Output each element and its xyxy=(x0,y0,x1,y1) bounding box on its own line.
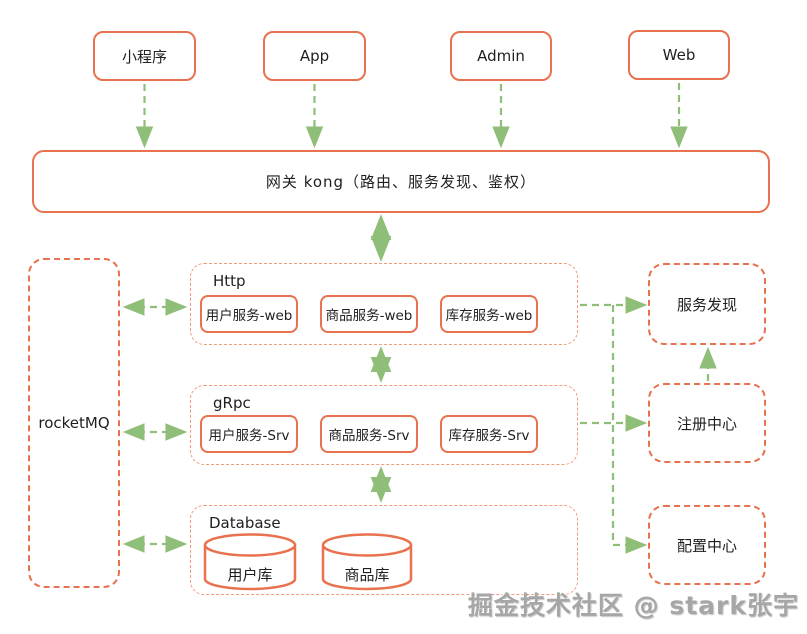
client-node-miniprogram: 小程序 xyxy=(93,31,196,81)
cylinder-icon xyxy=(321,533,413,591)
client-label: Web xyxy=(662,46,696,64)
client-node-app: App xyxy=(263,31,366,81)
service-node-stock-srv: 库存服务-Srv xyxy=(440,415,538,453)
http-layer-label: Http xyxy=(213,272,246,290)
infra-node-service-discovery: 服务发现 xyxy=(648,263,766,345)
http-layer-group: Http xyxy=(190,263,578,345)
infra-label: 注册中心 xyxy=(676,414,737,433)
service-node-user-srv: 用户服务-Srv xyxy=(200,415,298,453)
client-node-web: Web xyxy=(628,30,730,80)
arrow-elbow-config xyxy=(611,305,648,554)
infra-label: 配置中心 xyxy=(676,536,737,555)
service-label: 用户服务-Srv xyxy=(208,428,290,444)
database-label: 用户库 xyxy=(227,566,273,584)
grpc-layer-group: gRpc xyxy=(190,385,578,465)
mq-node-rocketmq: rocketMQ xyxy=(28,258,120,588)
infra-node-config-center: 配置中心 xyxy=(648,505,766,585)
service-node-product-web: 商品服务-web xyxy=(320,295,418,333)
service-node-stock-web: 库存服务-web xyxy=(440,295,538,333)
database-layer-label: Database xyxy=(209,514,281,532)
service-label: 商品服务-web xyxy=(325,308,413,324)
client-node-admin: Admin xyxy=(450,31,552,81)
service-label: 库存服务-Srv xyxy=(448,428,530,444)
client-label: Admin xyxy=(477,47,525,65)
grpc-layer-label: gRpc xyxy=(213,394,251,412)
client-label: 小程序 xyxy=(121,47,167,66)
client-label: App xyxy=(299,47,330,65)
database-node-product-db: 商品库 xyxy=(320,532,414,592)
infra-node-registry-center: 注册中心 xyxy=(648,383,766,463)
gateway-node: 网关 kong（路由、服务发现、鉴权） xyxy=(32,150,770,213)
service-node-user-web: 用户服务-web xyxy=(200,295,298,333)
database-node-user-db: 用户库 xyxy=(202,532,298,592)
watermark: 掘金技术社区 @ stark张宇 xyxy=(467,591,799,620)
service-label: 库存服务-web xyxy=(445,308,533,324)
service-node-product-srv: 商品服务-Srv xyxy=(320,415,418,453)
cylinder-icon xyxy=(203,533,297,591)
service-label: 用户服务-web xyxy=(205,308,293,324)
gateway-label: 网关 kong（路由、服务发现、鉴权） xyxy=(265,173,537,191)
database-layer-group: Database xyxy=(190,505,578,595)
mq-label: rocketMQ xyxy=(38,414,110,432)
database-label: 商品库 xyxy=(344,566,390,584)
service-label: 商品服务-Srv xyxy=(328,428,410,444)
infra-label: 服务发现 xyxy=(676,295,737,314)
